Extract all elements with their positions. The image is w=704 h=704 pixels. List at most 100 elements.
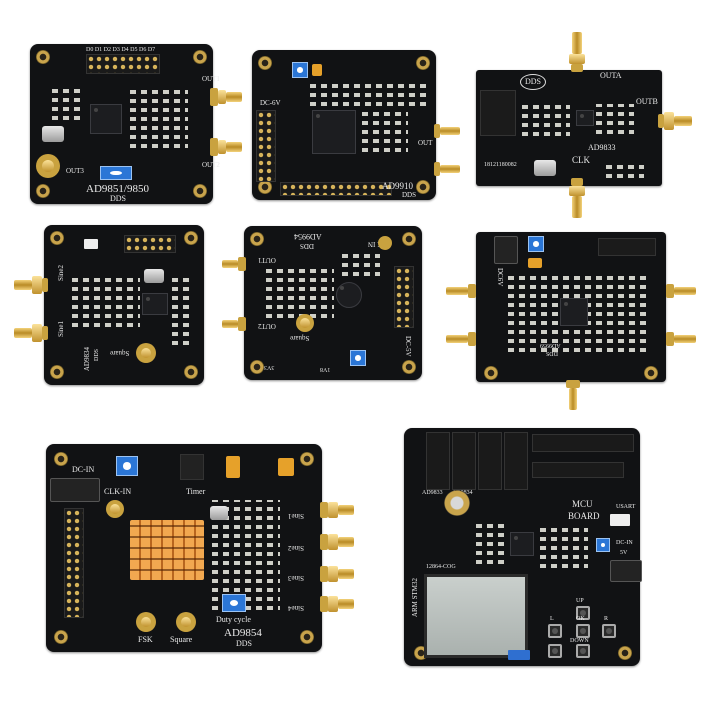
component <box>84 239 98 249</box>
model-label: AD9833 <box>422 490 443 496</box>
mcu-chip <box>510 532 534 556</box>
pin-header <box>480 90 516 136</box>
clkin-label: CLK-IN <box>104 487 132 496</box>
dc-jack <box>610 560 642 582</box>
out-label: OUT <box>418 139 433 147</box>
pin-header <box>124 235 176 253</box>
model-label: AD9851/9850 <box>86 183 149 195</box>
pin-header <box>598 238 656 256</box>
pin-header <box>394 266 414 328</box>
board-ad9851: D0 D1 D2 D3 D4 D5 D6 D7 OUT1 OUT2 OUT3 A… <box>30 44 220 204</box>
potentiometer <box>116 456 138 476</box>
down-label: DOWN <box>570 638 589 644</box>
out1-label: OUT1 <box>202 75 220 83</box>
out1-label: OUT1 <box>258 256 276 264</box>
model-label: AD9959 <box>540 342 561 348</box>
pin-header <box>64 508 84 618</box>
mounting-hole <box>300 630 314 644</box>
pin-header <box>86 54 160 74</box>
square-label: Square <box>110 349 130 357</box>
potentiometer <box>222 594 246 612</box>
dds-chip <box>312 110 356 154</box>
mounting-hole <box>36 184 50 198</box>
board-ad9954: AD9954 DDS CLK IN OUT1 OUT2 Square 3V3 1… <box>244 226 422 380</box>
dc-jack <box>494 236 518 264</box>
square-label: Square <box>170 635 193 644</box>
mounting-hole <box>300 452 314 466</box>
mounting-hole <box>402 232 416 246</box>
capacitor <box>278 458 294 476</box>
mounting-hole <box>193 50 207 64</box>
mounting-hole <box>54 630 68 644</box>
mounting-hole <box>402 360 416 374</box>
lcd-screen <box>424 574 528 658</box>
crystal-oscillator <box>42 126 64 142</box>
power-label: DC6V <box>496 268 504 287</box>
board-mcu: AD9833 AD9834 MCU BOARD USART DC-IN 5V 1… <box>404 428 642 666</box>
board-label: BOARD <box>568 511 600 521</box>
pin-header <box>426 432 450 490</box>
mounting-hole <box>184 365 198 379</box>
reset-button[interactable] <box>548 644 562 658</box>
left-button[interactable] <box>548 624 562 638</box>
potentiometer <box>292 62 308 78</box>
capacitor <box>226 456 240 478</box>
model-label: AD9954 <box>294 232 322 241</box>
square-label: Square <box>290 334 310 342</box>
board-ad9854: DC-IN CLK-IN Timer Sine1 Sine2 Sine3 Sin… <box>46 444 322 652</box>
dds-label: DDS <box>546 350 559 356</box>
mounting-hole <box>184 231 198 245</box>
potentiometer <box>528 236 544 252</box>
mounting-hole <box>258 180 272 194</box>
sine1-label: Sine1 <box>57 321 65 337</box>
component-array <box>340 252 380 276</box>
down-button[interactable] <box>576 644 590 658</box>
component-array <box>538 528 588 568</box>
right-button[interactable] <box>602 624 616 638</box>
crystal-oscillator <box>534 160 556 176</box>
dds-label: DDS <box>402 191 417 199</box>
model-label: AD9833 <box>588 143 616 152</box>
component-array <box>520 100 570 136</box>
power-label: DC-5V <box>404 336 412 357</box>
usb-port <box>610 514 630 526</box>
out3-label: OUT3 <box>66 167 84 175</box>
board-ad9910: DC-6V OUT AD9910 DDS <box>252 50 436 200</box>
ok-button[interactable] <box>576 624 590 638</box>
outb-label: OUTB <box>636 97 658 106</box>
lcd-connector <box>508 650 530 660</box>
lcd-label: 12864-COG <box>426 564 456 570</box>
sine2-label: Sine2 <box>57 265 65 281</box>
dds-label: DDS <box>110 194 127 203</box>
mounting-hole <box>36 50 50 64</box>
clk-label: CLK <box>572 155 590 165</box>
capacitor <box>528 258 542 268</box>
dc-jack <box>50 478 100 502</box>
component-array <box>604 164 644 178</box>
up-label: UP <box>576 598 584 604</box>
sine4-label: Sine4 <box>288 604 304 612</box>
crystal-oscillator <box>210 506 228 520</box>
component-array <box>170 275 192 345</box>
mounting-hole <box>618 646 632 660</box>
board-ad9834: Sine2 Sine1 AD9834 DDS Square <box>44 225 204 385</box>
mounting-hole <box>50 365 64 379</box>
component-array <box>128 90 188 148</box>
dcin-label: DC-IN <box>616 540 633 546</box>
component-array <box>308 80 428 106</box>
model-label: AD9910 <box>382 181 413 191</box>
mounting-hole <box>644 366 658 380</box>
component-array <box>70 277 140 327</box>
board-ad9833: DDS OUTA OUTB AD9833 CLK 18121180082 <box>476 70 662 186</box>
crystal-oscillator <box>144 269 164 283</box>
up-button[interactable] <box>576 606 590 620</box>
potentiometer <box>100 166 132 180</box>
component-array <box>594 104 634 134</box>
dds-chip <box>142 293 168 315</box>
sine2-label: Sine2 <box>288 544 304 552</box>
arm-label: ARM STM32 <box>411 578 419 618</box>
mounting-hole <box>484 366 498 380</box>
dds-label: DDS <box>94 349 100 362</box>
mounting-hole <box>54 452 68 466</box>
mounting-hole <box>50 231 64 245</box>
